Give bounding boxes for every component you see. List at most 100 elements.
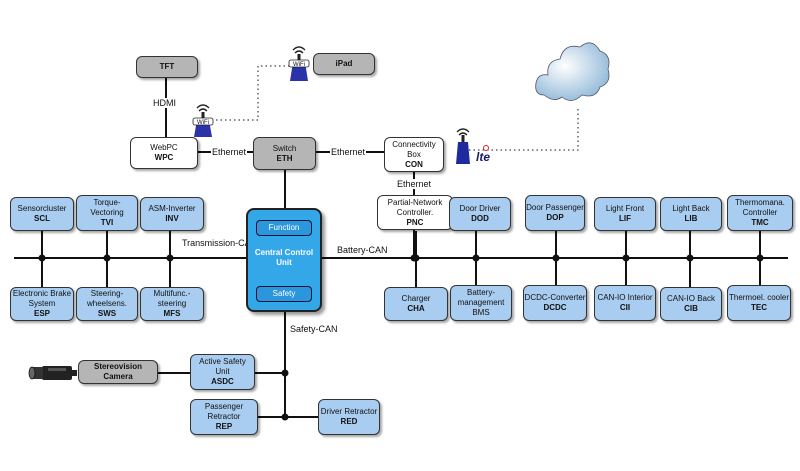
ecu-lif: Light Front LIF (594, 197, 656, 231)
pnc-name: Partial-Network Controller. (387, 197, 443, 217)
ecu-code: CHA (407, 304, 425, 313)
ecu-name: ASM-Inverter (148, 204, 196, 213)
cloud-icon (535, 42, 610, 101)
ecu-code: SCL (34, 214, 50, 223)
ecu-name: Sensorcluster (17, 204, 67, 213)
ecu-code: ESP (33, 309, 50, 318)
ecu-tmc: Thermomana. Controller TMC (727, 195, 793, 231)
ecu-name: Active Safety Unit (199, 357, 246, 376)
con-name: Connectivity Box (392, 139, 436, 159)
wifi-icon: WiFi (192, 104, 214, 137)
ccu-function: Function (256, 220, 312, 236)
webpc-code: WPC (154, 153, 174, 162)
con-code: CON (405, 159, 423, 169)
ecu-code: INV (165, 214, 179, 223)
ecu-name: Battery-management (457, 288, 505, 307)
ecu-name: Light Back (672, 204, 710, 213)
ecu-code: LIB (684, 214, 698, 223)
safety-can-label: Safety-CAN (290, 324, 338, 334)
ecu-tvi: Torque-Vectoring TVI (76, 195, 138, 231)
ecu-code: LIF (619, 214, 631, 223)
ecu-code: BMS (472, 308, 490, 317)
ecu-dcdc: DCDC-Converter DCDC (523, 285, 587, 321)
ethernet-label-1: Ethernet (211, 147, 248, 157)
ecu-name: Door Passenger (526, 203, 584, 212)
pnc-code: PNC (406, 217, 424, 227)
battery-can-label: Battery-CAN (337, 245, 388, 255)
ecu-red: Driver Retractor RED (318, 399, 380, 435)
ecu-name: Door Driver (459, 204, 501, 213)
ecu-name: Light Front (605, 204, 645, 213)
lte-icon: lte (456, 128, 490, 164)
ecu-code: REP (215, 422, 233, 431)
ecu-name: Steering-wheelsens. (86, 289, 128, 308)
ecu-dod: Door Driver DOD (449, 197, 511, 231)
ipad-label: iPad (335, 59, 353, 68)
svg-text:WiFi: WiFi (197, 120, 209, 126)
webpc-box: WebPC WPC (130, 137, 198, 169)
switch-box: Switch ETH (253, 137, 316, 170)
ecu-cha: Charger CHA (384, 287, 448, 321)
ecu-sws: Steering-wheelsens. SWS (76, 287, 138, 321)
ecu-name: CAN-IO Back (666, 294, 715, 303)
ecu-code: CIB (684, 304, 698, 313)
ethernet-label-2: Ethernet (330, 147, 367, 157)
webpc-name: WebPC (150, 143, 178, 152)
ecu-code: CII (619, 303, 631, 312)
camera-name: Stereovision (93, 362, 142, 371)
ecu-name: Torque-Vectoring (90, 198, 124, 217)
ecu-mfs: Multifunc.-steering MFS (140, 287, 204, 321)
pnc-box: Partial-Network Controller. PNC (377, 195, 453, 230)
switch-name: Switch (272, 143, 297, 153)
switch-code: ETH (276, 153, 293, 163)
ecu-code: TEC (751, 303, 767, 312)
ecu-name: Passenger Retractor (204, 402, 244, 421)
tft-box: TFT (136, 56, 198, 78)
ecu-asdc: Active Safety Unit ASDC (190, 354, 255, 390)
ecu-name: CAN-IO Interior (597, 293, 653, 302)
ecu-tec: Thermoel. cooler TEC (727, 285, 791, 321)
transmission-can-label: Transmission-CAN (182, 238, 258, 248)
ccu-name: Central Control Unit (254, 248, 314, 267)
ecu-code: DCDC (543, 303, 567, 312)
ecu-esp: Electronic Brake System ESP (10, 287, 74, 321)
ecu-name: Charger (401, 294, 431, 303)
stereovision-camera-box: Stereovision Camera (78, 360, 158, 384)
camera-code: Camera (103, 372, 133, 381)
ccu-safety: Safety (256, 286, 312, 302)
svg-text:lte: lte (476, 150, 490, 164)
ecu-code: TVI (100, 218, 114, 227)
central-control-unit: Function Central Control Unit Safety (246, 208, 322, 312)
ecu-name: Electronic Brake System (12, 289, 72, 308)
svg-text:WiFi: WiFi (293, 62, 305, 68)
ecu-name: Driver Retractor (320, 407, 378, 416)
ecu-inv: ASM-Inverter INV (140, 197, 204, 231)
ethernet-label-3: Ethernet (396, 179, 433, 189)
ecu-code: DOP (546, 213, 564, 222)
ecu-code: TMC (751, 218, 769, 227)
ecu-dop: Door Passenger DOP (525, 195, 585, 231)
ecu-code: SWS (97, 309, 117, 318)
connectivity-box: Connectivity Box CON (384, 137, 444, 172)
ecu-code: ASDC (211, 377, 234, 386)
ecu-cib: CAN-IO Back CIB (660, 287, 722, 321)
ecu-code: RED (340, 417, 358, 426)
wifi-icon-ipad: WiFi (288, 46, 310, 81)
ecu-rep: Passenger Retractor REP (190, 399, 258, 435)
ecu-code: DOD (471, 214, 489, 223)
ecu-name: Thermoel. cooler (728, 293, 790, 302)
tft-label: TFT (159, 62, 175, 71)
ipad-box: iPad (313, 53, 375, 75)
ecu-cii: CAN-IO Interior CII (594, 285, 656, 321)
ecu-bms: Battery-management BMS (450, 285, 512, 321)
ecu-scl: Sensorcluster SCL (10, 197, 74, 231)
camera-icon (28, 366, 77, 380)
ecu-lib: Light Back LIB (660, 197, 722, 231)
ecu-name: DCDC-Converter (524, 293, 586, 302)
ecu-name: Thermomana. Controller (735, 198, 785, 217)
hdmi-label: HDMI (152, 98, 177, 108)
ecu-code: MFS (163, 309, 181, 318)
ecu-name: Multifunc.-steering (153, 289, 191, 308)
